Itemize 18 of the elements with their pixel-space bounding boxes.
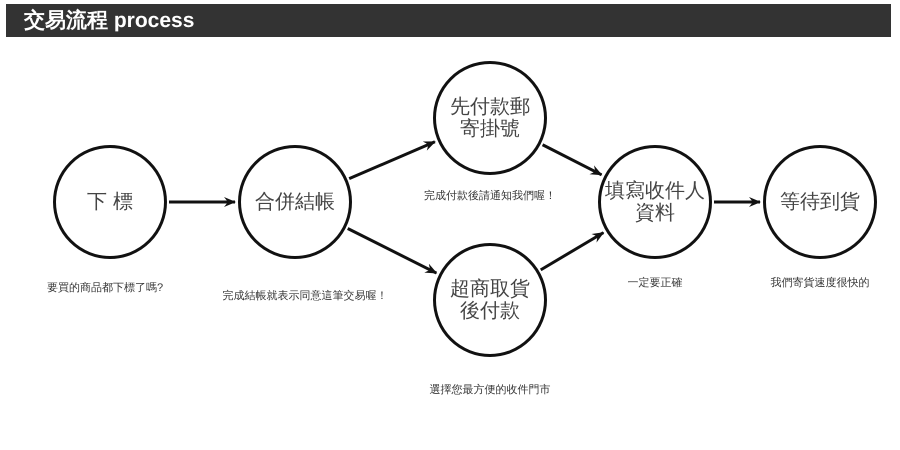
step-caption: 一定要正確	[628, 276, 682, 291]
step-caption: 選擇您最方便的收件門市	[430, 382, 550, 398]
step-caption: 完成結帳就表示同意這筆交易喔！	[222, 288, 388, 304]
arrow	[540, 231, 604, 272]
step-label: 下 標	[86, 191, 134, 213]
step-label: 填寫收件人資料	[605, 180, 705, 224]
step-caption: 完成付款後請通知我們喔！	[424, 188, 556, 204]
step-caption: 要買的商品都下標了嗎?	[46, 280, 164, 296]
step-label: 等待到貨	[779, 191, 861, 213]
arrow	[714, 197, 761, 207]
step-label: 合併結帳	[254, 191, 336, 213]
arrow	[347, 227, 438, 274]
step-label: 先付款郵寄掛號	[450, 96, 530, 140]
title-bar: 交易流程 process	[6, 4, 891, 37]
arrow	[542, 143, 602, 176]
step-caption: 我們寄貨速度很快的	[770, 276, 870, 291]
step-label: 超商取貨後付款	[450, 278, 530, 322]
arrow	[169, 197, 236, 207]
